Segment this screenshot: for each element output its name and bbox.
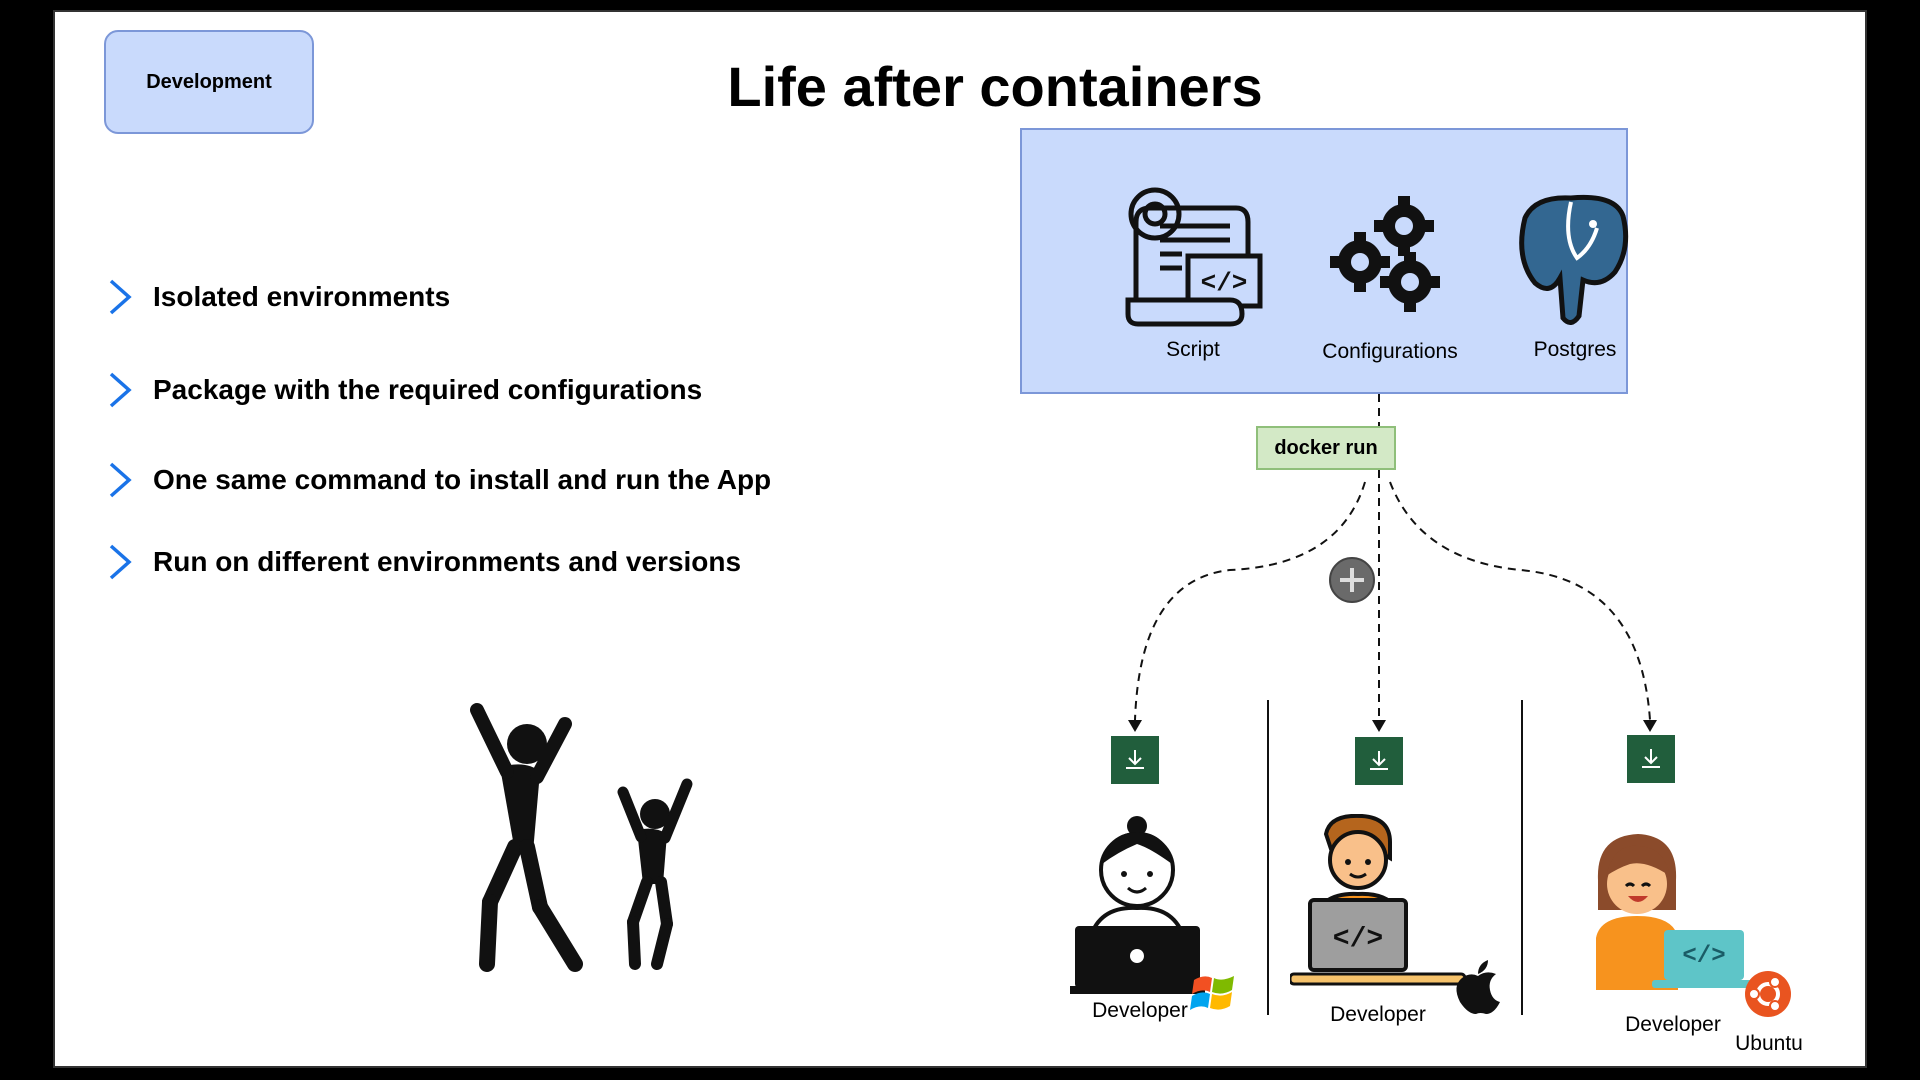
postgres-label: Postgres — [1533, 338, 1617, 361]
script-icon: </> — [1125, 187, 1263, 327]
developer-woman-icon — [1070, 816, 1205, 994]
celebrating-people-icon — [470, 703, 693, 972]
script-label: Script — [1166, 338, 1220, 361]
chevron-right-icon — [109, 372, 132, 408]
developer-label: Developer — [1625, 1013, 1721, 1036]
chevron-right-icon — [109, 462, 132, 498]
badge-label: Development — [146, 70, 272, 93]
bullet-text: Isolated environments — [153, 281, 451, 312]
developer-woman-laptop-icon: </> — [1596, 834, 1752, 990]
svg-text:</>: </> — [1201, 268, 1248, 298]
bullet-text: One same command to install and run the … — [153, 464, 772, 495]
developer-label: Developer — [1092, 999, 1188, 1022]
bullet-text: Package with the required configurations — [153, 374, 703, 405]
bullet-item: Isolated environments — [105, 277, 450, 317]
download-icon — [1111, 736, 1159, 784]
development-badge: Development — [104, 30, 314, 134]
bullet-item: Package with the required configurations — [105, 370, 702, 410]
postgres-elephant-icon — [1519, 194, 1629, 325]
developer-label: Developer — [1330, 1003, 1426, 1026]
bullet-text: Run on different environments and versio… — [153, 546, 742, 577]
apple-logo-icon — [1456, 960, 1500, 1014]
bullet-item: One same command to install and run the … — [105, 460, 771, 500]
svg-text:</>: </> — [1682, 943, 1725, 970]
bullet-item: Run on different environments and versio… — [105, 542, 741, 582]
download-icon — [1627, 735, 1675, 783]
download-icon — [1355, 737, 1403, 785]
slide-title: Life after containers — [727, 55, 1263, 118]
chevron-right-icon — [109, 279, 132, 315]
chevron-right-icon — [109, 544, 132, 580]
developer-man-icon: </> — [1290, 814, 1467, 986]
configurations-label: Configurations — [1322, 340, 1458, 363]
ubuntu-label: Ubuntu — [1735, 1032, 1803, 1055]
ubuntu-logo-icon — [1745, 971, 1791, 1017]
docker-run-command: docker run — [1256, 426, 1396, 470]
plus-icon[interactable] — [1328, 556, 1376, 604]
gears-icon — [1330, 196, 1440, 312]
svg-text:</>: </> — [1333, 924, 1383, 955]
windows-logo-icon — [1190, 976, 1234, 1010]
